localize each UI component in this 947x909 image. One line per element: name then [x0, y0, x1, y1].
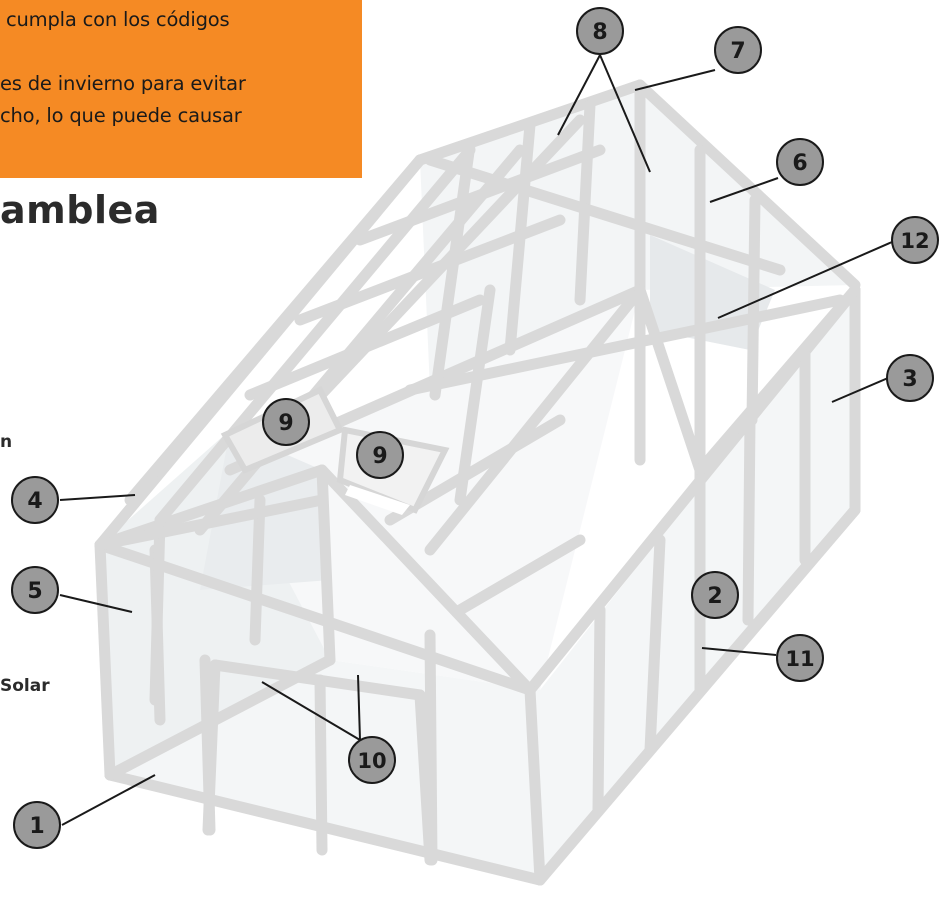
callout-6: 6: [776, 138, 824, 186]
leader-11: [701, 647, 777, 656]
leader-8b: [599, 54, 651, 173]
roof-vent-opening: [345, 485, 410, 515]
callout-10: 10: [348, 736, 396, 784]
left-gable-stud-1: [149, 514, 166, 706]
callout-12-label: 12: [900, 229, 929, 253]
leader-lines: [59, 54, 893, 826]
callout-9a: 9: [262, 398, 310, 446]
solar-label: Solar: [0, 676, 50, 696]
callout-8: 8: [576, 7, 624, 55]
back-gable-left: [634, 79, 861, 291]
callout-10-label: 10: [357, 749, 386, 773]
back-rafter-1: [429, 139, 476, 401]
callout-12: 12: [891, 216, 939, 264]
right-end-top: [694, 284, 861, 476]
left-gable-cross: [94, 494, 328, 551]
right-stud-1: [592, 604, 606, 816]
right-stud-3: [742, 414, 756, 626]
callout-1-label: 1: [29, 814, 44, 839]
back-rafter-3: [574, 99, 596, 306]
left-rafter-2: [154, 144, 476, 526]
front-roof-diag-2: [454, 284, 496, 506]
note-line-2: es de invierno para evitar: [0, 72, 246, 95]
leader-8a: [557, 54, 601, 136]
callout-3-label: 3: [902, 367, 917, 392]
roof-purlin-back: [424, 154, 786, 276]
leader-3: [831, 377, 889, 403]
callout-9b: 9: [356, 431, 404, 479]
leader-10a: [261, 681, 361, 741]
callout-5: 5: [11, 566, 59, 614]
door-post-far: [414, 689, 436, 866]
callout-7-label: 7: [730, 39, 745, 64]
front-roof-diag-3: [634, 284, 706, 476]
callout-badges: 1 2 3 4 5 6 7 8: [11, 7, 939, 849]
callout-6-label: 6: [792, 151, 807, 176]
front-roof-purlin: [454, 534, 586, 616]
callout-9b-label: 9: [372, 444, 387, 469]
callout-8-label: 8: [592, 20, 607, 45]
leader-10b: [357, 674, 361, 741]
callout-7: 7: [714, 26, 762, 74]
right-stud-2: [644, 534, 666, 756]
leader-4: [59, 494, 136, 501]
warning-note-box: cumpla con los códigos es de invierno pa…: [0, 0, 362, 178]
callout-4-label: 4: [27, 489, 42, 514]
left-gable-stud-2: [249, 494, 266, 646]
assembly-heading: amblea: [0, 188, 160, 232]
eave-front: [94, 539, 536, 696]
door-post-left: [202, 659, 221, 836]
callout-11: 11: [776, 634, 824, 682]
left-rafter-1: [124, 154, 426, 506]
leader-1: [61, 774, 156, 826]
corner-post-front-right: [524, 684, 546, 886]
callout-11-label: 11: [785, 647, 814, 671]
leader-12: [717, 241, 893, 319]
right-end-mid: [694, 504, 861, 696]
note-line-3: cho, lo que puede causar: [0, 104, 242, 127]
side-text-fragment: n: [0, 432, 13, 452]
callout-9a-label: 9: [278, 411, 293, 436]
leader-7: [634, 69, 716, 91]
door-post-right: [314, 674, 328, 856]
note-line-1: cumpla con los códigos: [6, 8, 230, 31]
callout-3: 3: [886, 354, 934, 402]
callout-1: 1: [13, 801, 61, 849]
callout-2-label: 2: [707, 584, 722, 609]
leader-5: [59, 594, 133, 613]
callout-2: 2: [691, 571, 739, 619]
leader-6: [709, 177, 779, 203]
front-roof-diag-1: [424, 284, 646, 556]
callout-4: 4: [11, 476, 59, 524]
corner-post-front-left: [94, 539, 116, 781]
back-rafter-6: [746, 194, 761, 426]
frame-members: [94, 79, 861, 886]
callout-5-label: 5: [27, 579, 42, 604]
